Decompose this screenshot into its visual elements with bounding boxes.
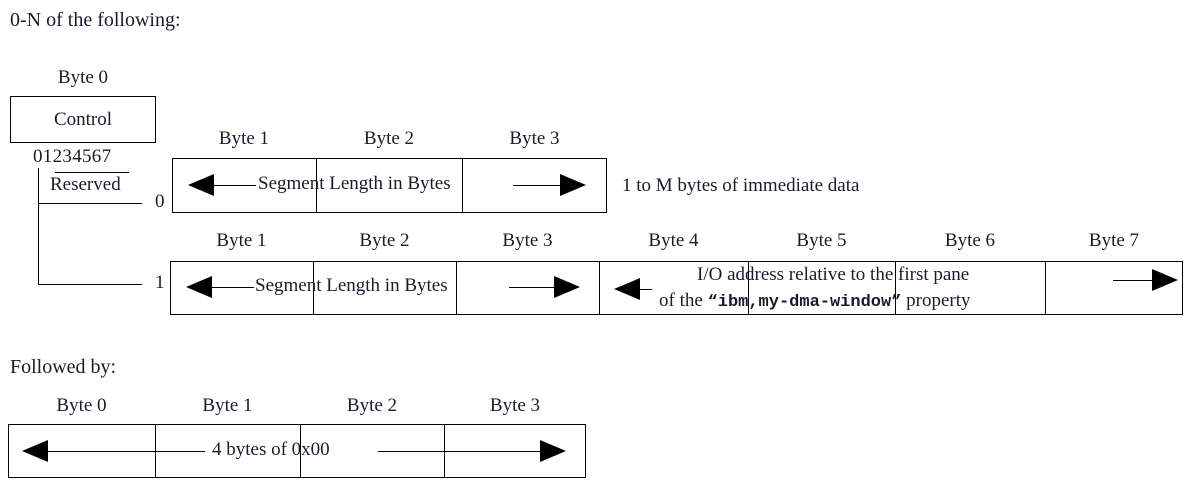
- trailer-box: [8, 424, 586, 478]
- immediate-cell-divider-1: [316, 158, 317, 213]
- immediate-data-note: 1 to M bytes of immediate data: [622, 175, 860, 196]
- caption-top: 0-N of the following:: [10, 9, 181, 31]
- dma-address-line2-suffix: property: [901, 290, 971, 311]
- dma-byte-label-1: Byte 1: [216, 230, 267, 251]
- immediate-span-shaft-left: [212, 185, 256, 186]
- branch-one-leader: [38, 284, 142, 285]
- dma-byte-label-4: Byte 4: [648, 230, 699, 251]
- dma-span-arrow-right-head: [554, 276, 580, 298]
- dma-address-line-1: I/O address relative to the first pane: [697, 264, 970, 285]
- dma-cell-divider-3: [599, 261, 600, 315]
- dma-byte-label-2: Byte 2: [359, 230, 410, 251]
- branch-selector-zero: 0: [155, 191, 165, 212]
- dma-byte-label-3: Byte 3: [502, 230, 553, 251]
- trailer-byte-label-0: Byte 0: [56, 395, 107, 416]
- branch-selector-one: 1: [155, 272, 165, 293]
- dma-cell-divider-6: [1045, 261, 1046, 315]
- control-byte-box: [10, 96, 156, 143]
- dma-address-shaft-left: [638, 289, 652, 290]
- immediate-byte-label-2: Byte 2: [363, 128, 415, 149]
- caption-bottom: Followed by:: [10, 356, 117, 378]
- immediate-span-shaft-right: [513, 185, 562, 186]
- dma-address-shaft-right: [1113, 280, 1159, 281]
- immediate-byte-label-3: Byte 3: [509, 128, 560, 149]
- reserved-overline-rule: [55, 172, 129, 173]
- dma-span-label: Segment Length in Bytes: [255, 275, 448, 296]
- trailer-cell-divider-2: [300, 424, 301, 478]
- dma-cell-divider-5: [895, 261, 896, 315]
- dma-address-arrow-right-head: [1152, 269, 1178, 291]
- dma-quote-open: “: [707, 293, 718, 312]
- dma-address-line-2: of the “ibm,my-dma-window” property: [659, 291, 971, 311]
- dma-address-line2-prefix: of the: [659, 290, 708, 311]
- dma-address-arrow-left-head: [614, 278, 640, 300]
- dma-cell-divider-1: [313, 261, 314, 315]
- trailer-arrow-left-head: [22, 440, 48, 462]
- dma-cell-divider-2: [456, 261, 457, 315]
- dma-byte-label-7: Byte 7: [1088, 230, 1140, 251]
- dma-byte-label-5: Byte 5: [796, 230, 847, 251]
- reserved-label: Reserved: [50, 174, 121, 195]
- bit-zero-tick: [38, 168, 39, 204]
- immediate-cell-divider-2: [462, 158, 463, 213]
- branch-zero-leader: [38, 203, 142, 204]
- dma-property-name: ibm,my-dma-window: [717, 293, 892, 312]
- dma-span-shaft-left: [210, 287, 254, 288]
- trailer-byte-label-1: Byte 1: [202, 395, 253, 416]
- control-byte-name: Control: [53, 109, 113, 130]
- immediate-span-arrow-right-head: [560, 174, 586, 196]
- dma-byte-label-6: Byte 6: [944, 230, 996, 251]
- immediate-span-label: Segment Length in Bytes: [258, 173, 451, 194]
- immediate-byte-label-1: Byte 1: [218, 128, 270, 149]
- trailer-shaft-left: [46, 451, 205, 452]
- dma-span-shaft-right: [509, 287, 556, 288]
- trailer-byte-label-3: Byte 3: [489, 395, 541, 416]
- dma-span-arrow-left-head: [186, 276, 212, 298]
- trailer-span-label: 4 bytes of 0x00: [212, 439, 330, 460]
- dma-row-box: [170, 261, 1183, 315]
- immediate-length-box: [172, 158, 607, 213]
- immediate-span-arrow-left-head: [188, 174, 214, 196]
- trailer-arrow-right-head: [540, 440, 566, 462]
- control-byte-label: Byte 0: [57, 67, 109, 88]
- control-bit-numbers: 01234567: [33, 146, 112, 167]
- dma-cell-divider-4: [748, 261, 749, 315]
- dma-quote-close: ”: [891, 293, 902, 312]
- branch-spine: [38, 203, 39, 285]
- trailer-byte-label-2: Byte 2: [346, 395, 398, 416]
- trailer-shaft-right: [378, 451, 542, 452]
